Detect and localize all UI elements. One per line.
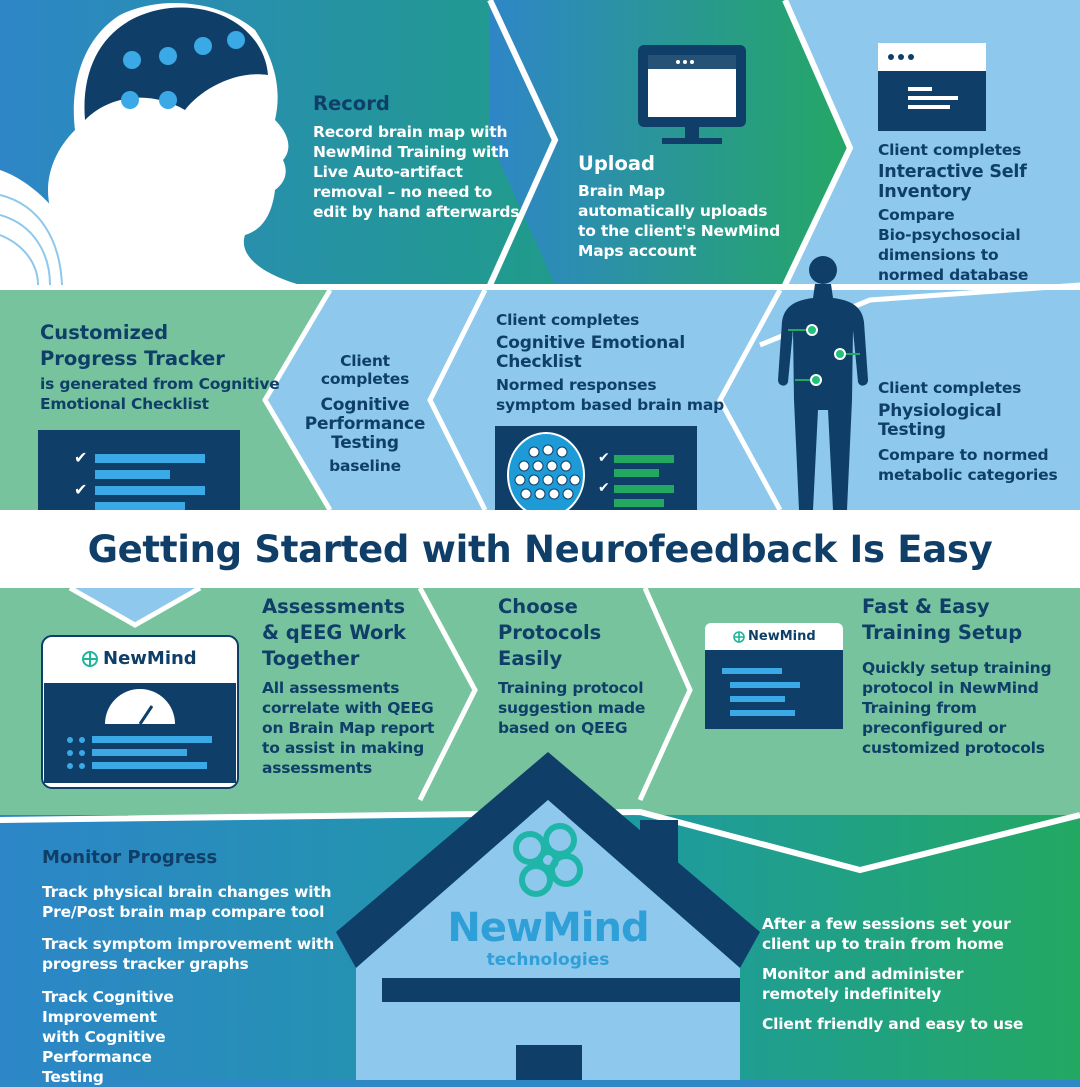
sensor-dot <box>806 324 818 336</box>
home-item: After a few sessions set your client up … <box>762 915 1011 953</box>
electrode-dot <box>121 91 139 109</box>
svg-text:✔: ✔ <box>74 480 87 499</box>
upload-description: Brain Map automatically uploads to the c… <box>578 182 781 260</box>
sensor-dot <box>834 348 846 360</box>
physiological-description: Compare to normed metabolic categories <box>878 446 1058 484</box>
monitor-item: Track symptom improvement with progress … <box>42 935 335 973</box>
person-eeg-cap-illustration <box>0 3 300 286</box>
emotional-checklist-heading: Cognitive Emotional Checklist <box>496 333 685 372</box>
brand-tagline: technologies <box>486 950 610 970</box>
assessments-heading: Assessments & qEEG Work Together <box>262 595 406 670</box>
cognitive-performance-heading: Cognitive Performance Testing <box>304 395 426 453</box>
progress-tracker-heading: Customized Progress Tracker <box>40 321 225 370</box>
lower-divider-2 <box>637 586 693 802</box>
training-setup-card-icon <box>705 623 843 729</box>
svg-text:✔: ✔ <box>598 450 610 466</box>
cognitive-performance-intro: Client completes <box>320 352 410 388</box>
home-item: Client friendly and easy to use <box>762 1015 1024 1033</box>
middle-divider-2 <box>427 288 488 512</box>
training-setup-description: Quickly setup training protocol in NewMi… <box>862 659 1052 757</box>
monitor-item: Track Cognitive Improvement with Cogniti… <box>42 988 174 1086</box>
human-body-icon <box>778 256 868 510</box>
newmind-logo-icon <box>82 651 98 667</box>
record-heading: Record <box>313 92 390 115</box>
bottom-row-divider <box>0 808 1080 874</box>
record-description: Record brain map with NewMind Training w… <box>313 123 520 221</box>
progress-tracker-description: is generated from Cognitive Emotional Ch… <box>40 375 280 413</box>
monitor-item: Track physical brain changes with Pre/Po… <box>42 883 332 921</box>
monitor-icon <box>638 45 746 144</box>
electrode-dot <box>159 47 177 65</box>
house-illustration <box>336 752 760 1080</box>
electrode-dot <box>194 37 212 55</box>
cognitive-performance-description: baseline <box>329 457 401 475</box>
report-card-logo-text: NewMind <box>103 648 197 669</box>
physiological-heading: Physiological Testing <box>878 401 1002 440</box>
emotional-checklist-description: Normed responses symptom based brain map <box>496 376 725 414</box>
electrode-dot <box>123 51 141 69</box>
newmind-brain-logo <box>513 823 583 897</box>
training-card-logo-text: NewMind <box>748 629 816 644</box>
page-title: Getting Started with Neurofeedback Is Ea… <box>0 510 1080 588</box>
record-arrow-divider <box>487 0 559 287</box>
training-setup-heading: Fast & Easy Training Setup <box>862 595 1023 644</box>
middle-divider-1 <box>262 288 333 512</box>
newmind-logo-icon <box>733 631 745 643</box>
upload-heading: Upload <box>578 152 655 175</box>
sensor-dot <box>810 374 822 386</box>
svg-text:✔: ✔ <box>598 480 610 496</box>
electrode-dot <box>227 31 245 49</box>
svg-text:✔: ✔ <box>74 448 87 467</box>
report-card-icon <box>41 635 239 789</box>
electrode-dot <box>159 91 177 109</box>
assessments-description: All assessments correlate with QEEG on B… <box>262 679 435 777</box>
self-inventory-intro: Client completes <box>878 141 1022 159</box>
lower-divider-1 <box>417 586 478 802</box>
brain-map-card-icon: ✔ ✔ <box>495 426 697 518</box>
home-item: Monitor and administer remotely indefini… <box>762 965 964 1003</box>
middle-divider-3 <box>717 288 783 512</box>
brand-name: NewMind <box>447 905 649 951</box>
self-inventory-description: Compare Bio-psychosocial dimensions to n… <box>878 206 1029 284</box>
emotional-checklist-intro: Client completes <box>496 311 640 329</box>
self-inventory-heading: Interactive Self Inventory <box>878 162 1027 202</box>
lower-notch-outline <box>68 585 202 628</box>
monitor-heading: Monitor Progress <box>42 847 218 868</box>
protocols-description: Training protocol suggestion made based … <box>498 679 646 737</box>
protocols-heading: Choose Protocols Easily <box>498 595 602 670</box>
lower-notch <box>70 588 200 625</box>
upload-arrow-divider <box>782 0 854 287</box>
physiological-intro: Client completes <box>878 379 1022 397</box>
checklist-card-icon: ✔ ✔ <box>38 430 240 510</box>
self-inventory-panel <box>785 0 1080 285</box>
window-form-icon <box>878 43 986 131</box>
